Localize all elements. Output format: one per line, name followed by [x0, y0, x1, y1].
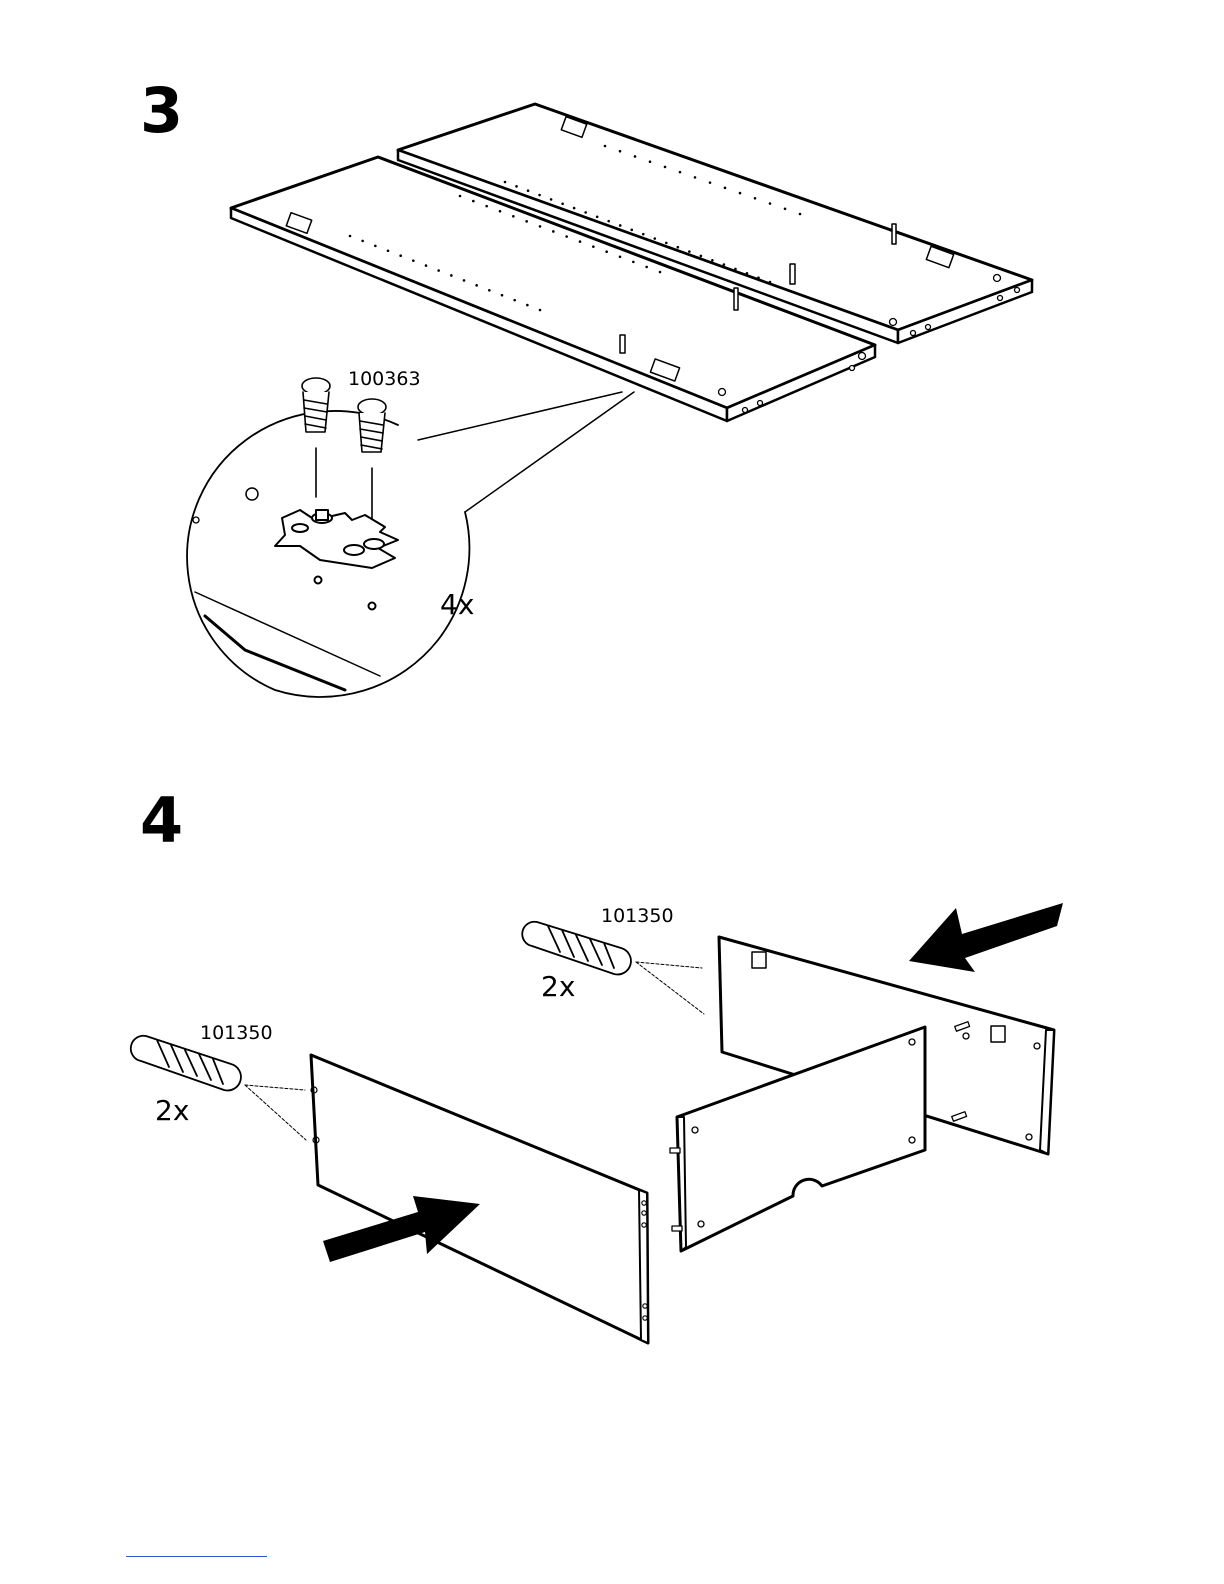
- panel-hole: [632, 261, 635, 264]
- panel-hole: [499, 210, 502, 213]
- panel-hole: [769, 202, 772, 205]
- panel-hole: [488, 289, 491, 292]
- panel-hole: [619, 224, 622, 227]
- panel-hole: [361, 240, 364, 243]
- panel-hole: [412, 259, 415, 262]
- panel-hole: [665, 242, 668, 245]
- panel-hole: [425, 264, 428, 267]
- panel-hole: [739, 192, 742, 195]
- panel-hole: [724, 187, 727, 190]
- panel-hole: [525, 220, 528, 223]
- panel-hole: [645, 266, 648, 269]
- panel-hole: [694, 176, 697, 179]
- footer-link-underline[interactable]: [126, 1556, 267, 1557]
- dowel-icon: [131, 1036, 306, 1140]
- panel-hole: [799, 213, 802, 216]
- panel-hole: [387, 250, 390, 253]
- panel-hole: [539, 309, 542, 312]
- panel-hole: [700, 255, 703, 258]
- panel-hole: [619, 255, 622, 258]
- screw-icon: [302, 378, 330, 497]
- panel-hole: [592, 245, 595, 248]
- panel-hole: [619, 150, 622, 153]
- panel-hole: [579, 240, 582, 243]
- step-4-front-panel: [311, 1055, 648, 1343]
- panel-hole: [659, 271, 662, 274]
- panel-hole: [349, 235, 352, 238]
- panel-hole: [754, 197, 757, 200]
- panel-hole: [634, 155, 637, 158]
- panel-hole: [515, 185, 518, 188]
- panel-hole: [573, 207, 576, 210]
- panel-hole: [769, 281, 772, 284]
- callout-leader: [418, 392, 634, 512]
- panel-hole: [538, 194, 541, 197]
- panel-hole: [757, 276, 760, 279]
- panel-hole: [561, 202, 564, 205]
- panel-hole: [512, 215, 515, 218]
- panel-hole: [605, 250, 608, 253]
- dowel-icon: [522, 922, 704, 1014]
- panel-hole: [475, 284, 478, 287]
- panel-hole: [688, 250, 691, 253]
- mounting-plate-icon: [752, 952, 766, 968]
- panel-hole: [642, 233, 645, 236]
- panel-hole: [677, 246, 680, 249]
- panel-hole: [723, 263, 726, 266]
- panel-hole: [399, 254, 402, 257]
- panel-hole: [526, 304, 529, 307]
- panel-hole: [607, 220, 610, 223]
- panel-hole: [565, 235, 568, 238]
- panel-hole: [552, 230, 555, 233]
- panel-hole: [630, 229, 633, 232]
- panel-hole: [550, 198, 553, 201]
- panel-hole: [513, 299, 516, 302]
- panel-hole: [709, 181, 712, 184]
- panel-hole: [450, 274, 453, 277]
- panel-hole: [504, 181, 507, 184]
- panel-hole: [485, 205, 488, 208]
- panel-hole: [437, 269, 440, 272]
- panel-hole: [463, 279, 466, 282]
- panel-hole: [679, 171, 682, 174]
- panel-hole: [539, 225, 542, 228]
- panel-hole: [584, 211, 587, 214]
- panel-hole: [746, 272, 749, 275]
- panel-hole: [501, 294, 504, 297]
- panel-hole: [374, 245, 377, 248]
- panel-hole: [459, 195, 462, 198]
- panel-hole: [653, 237, 656, 240]
- panel-hole: [784, 207, 787, 210]
- panel-hole: [734, 268, 737, 271]
- mounting-plate-icon: [275, 510, 398, 610]
- panel-hole: [711, 259, 714, 262]
- panel-hole: [604, 145, 607, 148]
- panel-hole: [596, 215, 599, 218]
- panel-hole: [472, 200, 475, 203]
- panel-hole: [664, 166, 667, 169]
- mounting-plate-icon: [991, 1026, 1005, 1042]
- panel-hole: [527, 189, 530, 192]
- panel-hole: [649, 160, 652, 163]
